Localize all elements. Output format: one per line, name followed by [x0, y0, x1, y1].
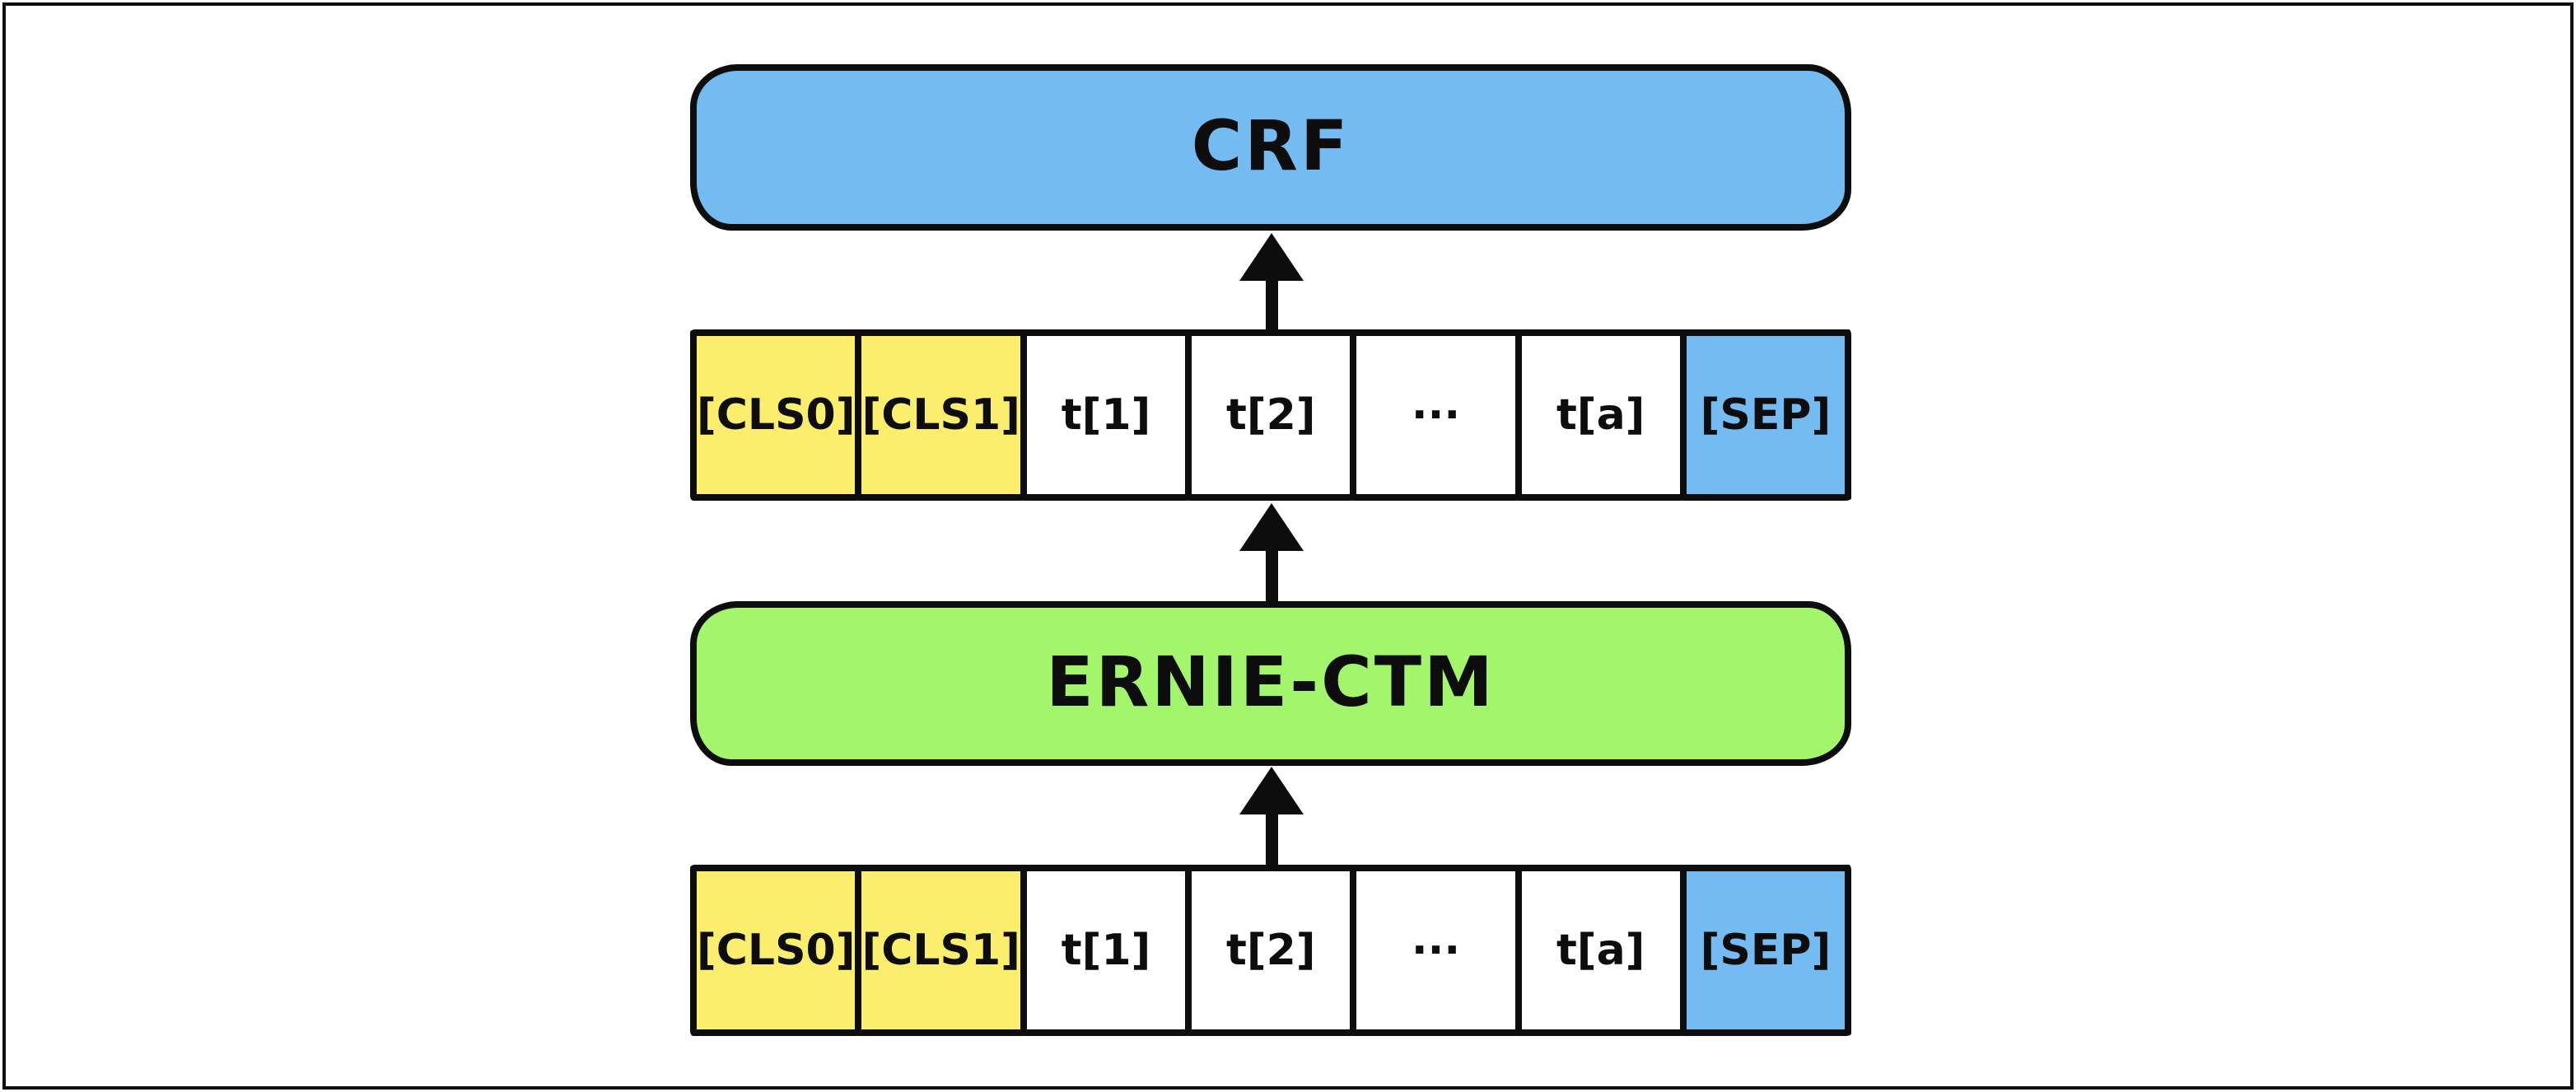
ellipsis-label: ··· [1411, 926, 1461, 975]
token-cell-t2: t[2] [1185, 329, 1357, 501]
crf-box: CRF [690, 64, 1851, 231]
token-label: t[a] [1556, 390, 1645, 440]
arrow-head [1239, 233, 1304, 281]
token-label: [CLS1] [861, 390, 1020, 440]
token-cell-cls0: [CLS0] [690, 329, 862, 501]
arrow-up-icon [1238, 767, 1305, 865]
token-label: t[1] [1061, 926, 1151, 975]
token-cell-ta: t[a] [1514, 865, 1687, 1036]
token-label: t[2] [1225, 926, 1316, 975]
arrow-up-icon [1238, 233, 1305, 329]
token-label: [CLS0] [697, 926, 856, 975]
token-cell-ta: t[a] [1514, 329, 1687, 501]
token-label: t[2] [1225, 390, 1316, 440]
arrow-head [1239, 503, 1304, 551]
token-cell-cls1: [CLS1] [855, 865, 1027, 1036]
ernie-ctm-label: ERNIE-CTM [1046, 642, 1496, 722]
token-cell-ellipsis: ··· [1350, 865, 1522, 1036]
token-cell-cls1: [CLS1] [855, 329, 1027, 501]
token-label: t[1] [1061, 390, 1151, 440]
token-label: [CLS0] [697, 390, 856, 440]
token-row-upper: [CLS0] [CLS1] t[1] t[2] ··· t[a] [SEP] [690, 329, 1852, 501]
token-label: t[a] [1556, 926, 1645, 975]
token-label: [SEP] [1700, 926, 1832, 975]
token-cell-sep: [SEP] [1679, 329, 1852, 501]
token-row-lower: [CLS0] [CLS1] t[1] t[2] ··· t[a] [SEP] [690, 865, 1852, 1036]
token-cell-cls0: [CLS0] [690, 865, 862, 1036]
ellipsis-label: ··· [1411, 390, 1461, 440]
token-cell-sep: [SEP] [1679, 865, 1852, 1036]
arrow-up-icon [1238, 503, 1305, 601]
crf-label: CRF [1191, 105, 1351, 186]
token-cell-t1: t[1] [1020, 329, 1192, 501]
arrow-head [1239, 767, 1304, 814]
token-cell-ellipsis: ··· [1350, 329, 1522, 501]
ernie-ctm-box: ERNIE-CTM [690, 601, 1851, 766]
arrow-stem [1265, 278, 1278, 329]
token-cell-t1: t[1] [1020, 865, 1192, 1036]
arrow-stem [1265, 812, 1278, 865]
token-label: [SEP] [1700, 390, 1832, 440]
token-cell-t2: t[2] [1185, 865, 1357, 1036]
arrow-stem [1265, 548, 1278, 601]
token-label: [CLS1] [861, 926, 1020, 975]
